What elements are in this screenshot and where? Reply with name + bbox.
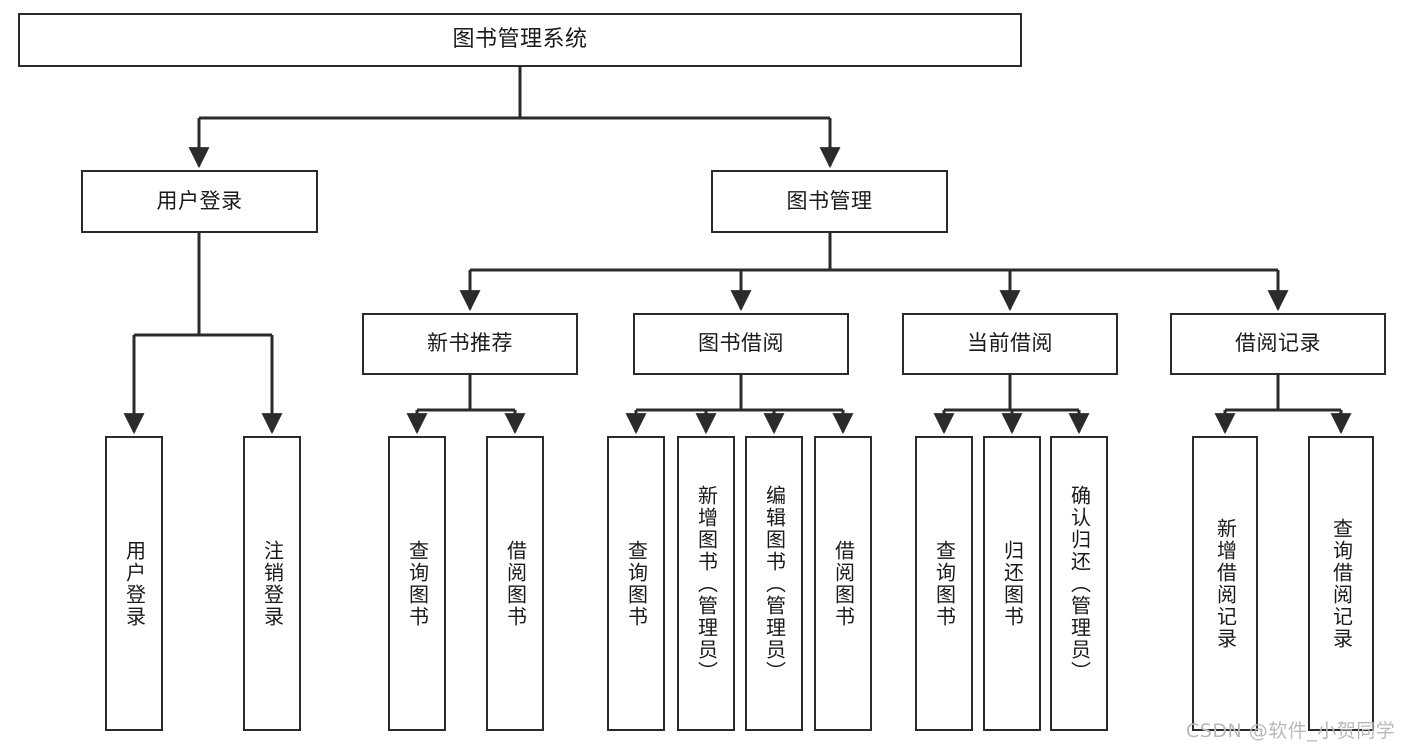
csdn-watermark: CSDN @软件_小贺同学 [1186, 720, 1396, 742]
leaf-query-book-current[interactable]: 查询图书 [915, 436, 973, 731]
node-current-borrow[interactable]: 当前借阅 [902, 313, 1118, 375]
node-new-book-recommend[interactable]: 新书推荐 [362, 313, 578, 375]
node-borrow-records-label: 借阅记录 [1235, 331, 1321, 356]
leaf-add-book-admin-label: 新增图书（管理员） [694, 484, 719, 683]
leaf-return-book[interactable]: 归还图书 [983, 436, 1041, 731]
node-book-management-label: 图书管理 [786, 188, 873, 213]
node-book-management[interactable]: 图书管理 [711, 170, 948, 233]
leaf-add-book-admin[interactable]: 新增图书（管理员） [677, 436, 735, 731]
leaf-confirm-return-admin-label: 确认归还（管理员） [1067, 484, 1092, 683]
node-user-login-label: 用户登录 [156, 188, 243, 213]
node-borrow-records[interactable]: 借阅记录 [1170, 313, 1386, 375]
leaf-logout[interactable]: 注销登录 [243, 436, 301, 731]
leaf-user-login-label: 用户登录 [122, 539, 147, 628]
node-book-borrow-label: 图书借阅 [698, 331, 784, 356]
node-book-borrow[interactable]: 图书借阅 [633, 313, 849, 375]
leaf-edit-book-admin[interactable]: 编辑图书（管理员） [745, 436, 803, 731]
leaf-query-book-recommend[interactable]: 查询图书 [388, 436, 446, 731]
leaf-query-book-borrow[interactable]: 查询图书 [607, 436, 665, 731]
leaf-add-borrow-record[interactable]: 新增借阅记录 [1192, 436, 1258, 731]
node-new-book-recommend-label: 新书推荐 [427, 331, 513, 356]
node-root-label: 图书管理系统 [452, 26, 588, 52]
leaf-borrow-book[interactable]: 借阅图书 [814, 436, 872, 731]
node-user-login[interactable]: 用户登录 [81, 170, 318, 233]
leaf-borrow-book-label: 借阅图书 [831, 539, 856, 628]
leaf-query-borrow-record[interactable]: 查询借阅记录 [1308, 436, 1374, 731]
leaf-user-login[interactable]: 用户登录 [105, 436, 163, 731]
leaf-add-borrow-record-label: 新增借阅记录 [1213, 517, 1238, 650]
leaf-edit-book-admin-label: 编辑图书（管理员） [762, 484, 787, 683]
leaf-query-borrow-record-label: 查询借阅记录 [1329, 517, 1354, 650]
leaf-query-book-borrow-label: 查询图书 [624, 539, 649, 628]
leaf-borrow-book-recommend[interactable]: 借阅图书 [486, 436, 544, 731]
node-current-borrow-label: 当前借阅 [967, 331, 1053, 356]
leaf-return-book-label: 归还图书 [1000, 539, 1025, 628]
leaf-confirm-return-admin[interactable]: 确认归还（管理员） [1050, 436, 1108, 731]
leaf-query-book-current-label: 查询图书 [932, 539, 957, 628]
node-root[interactable]: 图书管理系统 [18, 13, 1022, 67]
leaf-logout-label: 注销登录 [260, 539, 285, 628]
leaf-query-book-recommend-label: 查询图书 [405, 539, 430, 628]
leaf-borrow-book-recommend-label: 借阅图书 [503, 539, 528, 628]
